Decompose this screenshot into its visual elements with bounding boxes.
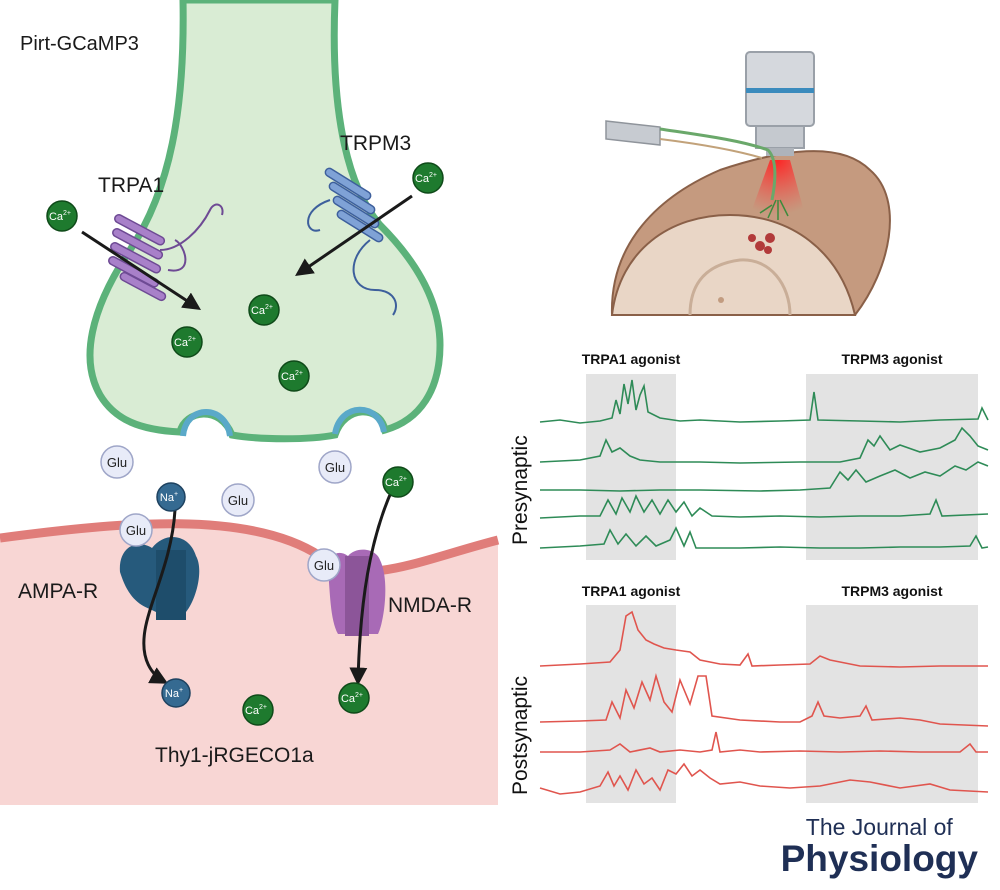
na-ion: Na+ (156, 482, 186, 512)
trpa1-label: TRPA1 (98, 174, 164, 197)
svg-text:Glu: Glu (314, 558, 334, 573)
thy1-jrgeco1a-label: Thy1-jRGECO1a (155, 744, 314, 767)
ca-ion: Ca2+ (242, 694, 274, 726)
trpm3-agonist-label-pre: TRPM3 agonist (841, 351, 942, 367)
svg-text:Na+: Na+ (160, 491, 178, 504)
ca-ion: Ca2+ (248, 294, 280, 326)
trpm3-band-post (806, 605, 978, 803)
presynaptic-trace-1 (539, 379, 989, 424)
glutamate: Glu (119, 513, 153, 547)
nmda-r-label: NMDA-R (388, 594, 472, 617)
glutamate: Glu (100, 445, 134, 479)
trpa1-agonist-label-post: TRPA1 agonist (582, 583, 681, 599)
spinal-cord-illustration (610, 150, 891, 316)
ampa-receptor (119, 536, 200, 620)
ca-ion: Ca2+ (412, 162, 444, 194)
svg-text:Ca2+: Ca2+ (245, 704, 267, 717)
trpa1-band-pre (586, 374, 676, 560)
release-site-right (332, 406, 387, 435)
svg-text:Glu: Glu (107, 455, 127, 470)
trpm3-channel (307, 167, 397, 316)
svg-text:Ca2+: Ca2+ (251, 304, 273, 317)
ca-ion: Ca2+ (278, 360, 310, 392)
presynaptic-trace-4 (539, 494, 989, 519)
postsynaptic-trace-2 (539, 673, 989, 727)
postsynaptic-membrane (0, 519, 500, 576)
postsynaptic-trace-1 (539, 610, 988, 668)
trpa1-agonist-label-pre: TRPA1 agonist (582, 351, 681, 367)
release-site-left (180, 409, 233, 437)
presynaptic-terminal (86, 0, 444, 443)
glutamate: Glu (221, 483, 255, 517)
svg-text:Na+: Na+ (165, 687, 183, 700)
trpa1-ca-arrow (81, 230, 202, 310)
journal-logo: The Journal of Physiology (781, 815, 978, 879)
ca-ion: Ca2+ (171, 326, 203, 358)
presynaptic-axis-label: Presynaptic (509, 435, 532, 545)
svg-text:Ca2+: Ca2+ (385, 476, 407, 489)
svg-text:Glu: Glu (228, 493, 248, 508)
postsynaptic-trace-3 (540, 731, 988, 753)
journal-logo-line2: Physiology (780, 838, 978, 879)
recording-electrode (605, 120, 777, 201)
trpa1-band-post (586, 605, 676, 803)
ca-ion: Ca2+ (46, 200, 78, 232)
trpm3-ca-arrow (295, 194, 413, 277)
glutamate: Glu (307, 548, 341, 582)
trpm3-agonist-label-post: TRPM3 agonist (841, 583, 942, 599)
svg-text:Glu: Glu (325, 460, 345, 475)
glutamate: Glu (318, 450, 352, 484)
presynaptic-trace-3 (540, 461, 989, 492)
postsynaptic-trace-4 (539, 762, 989, 795)
svg-text:Ca2+: Ca2+ (341, 692, 363, 705)
pirt-gcamp3-label: Pirt-GCaMP3 (20, 33, 139, 55)
svg-text:Ca2+: Ca2+ (49, 210, 71, 223)
svg-text:Ca2+: Ca2+ (415, 172, 437, 185)
postsynaptic-axis-label: Postsynaptic (509, 676, 532, 795)
ampa-r-label: AMPA-R (18, 580, 98, 603)
trpm3-label: TRPM3 (340, 132, 411, 155)
nmda-receptor (327, 549, 386, 636)
presynaptic-trace-5 (539, 526, 989, 549)
na-ion: Na+ (161, 678, 191, 708)
trpm3-band-pre (806, 374, 978, 560)
svg-text:Ca2+: Ca2+ (174, 336, 196, 349)
ampa-na-path (142, 509, 177, 684)
objective-lens (745, 51, 815, 156)
svg-text:Glu: Glu (126, 523, 146, 538)
presynaptic-trace-2 (539, 426, 989, 464)
journal-logo-line1: The Journal of (805, 814, 953, 840)
nmda-ca-path (349, 489, 394, 686)
ca-ion: Ca2+ (338, 682, 370, 714)
svg-text:Ca2+: Ca2+ (281, 370, 303, 383)
ca-ion: Ca2+ (382, 466, 414, 498)
